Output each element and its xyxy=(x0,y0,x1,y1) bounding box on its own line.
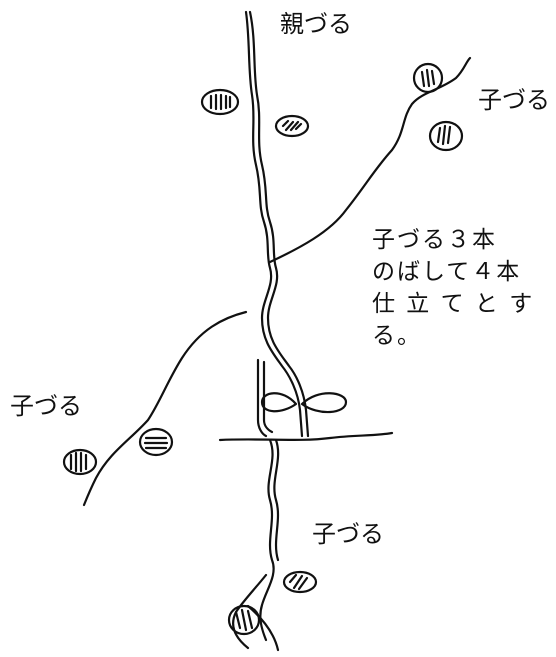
leaf-icon xyxy=(138,427,174,457)
cotyledon-left xyxy=(260,392,298,413)
ground-line xyxy=(218,431,394,442)
child-vine-label-left: 子づる xyxy=(10,392,82,420)
note-line-1: 子づる３本 xyxy=(372,227,497,253)
note-line-4: る。 xyxy=(372,323,422,349)
tendril xyxy=(246,604,280,652)
leaf-icon xyxy=(62,448,98,476)
note-line-3: 仕 立 て と す xyxy=(372,291,535,317)
training-note: 子づる３本 のばして４本 仕 立 て と す る。 xyxy=(372,224,534,352)
leaf-icon xyxy=(274,114,310,138)
main-vine xyxy=(244,10,310,642)
leaf-icon xyxy=(412,62,444,94)
leaf-icon xyxy=(200,88,240,116)
leaf-icon xyxy=(428,120,464,152)
stem-line-2 xyxy=(262,360,274,434)
child-vine-left xyxy=(82,310,248,507)
child-vine-label-lower: 子づる xyxy=(312,520,384,548)
child-vine-label-upper-right: 子づる xyxy=(478,86,550,114)
stem-line xyxy=(256,358,268,438)
child-vine-upper-right xyxy=(268,56,472,264)
leaf-icon xyxy=(282,570,318,594)
note-line-2: のばして４本 xyxy=(372,259,522,285)
cotyledon-right xyxy=(300,392,348,414)
leaf-icon xyxy=(227,604,261,636)
main-vine-label: 親づる xyxy=(280,10,352,38)
